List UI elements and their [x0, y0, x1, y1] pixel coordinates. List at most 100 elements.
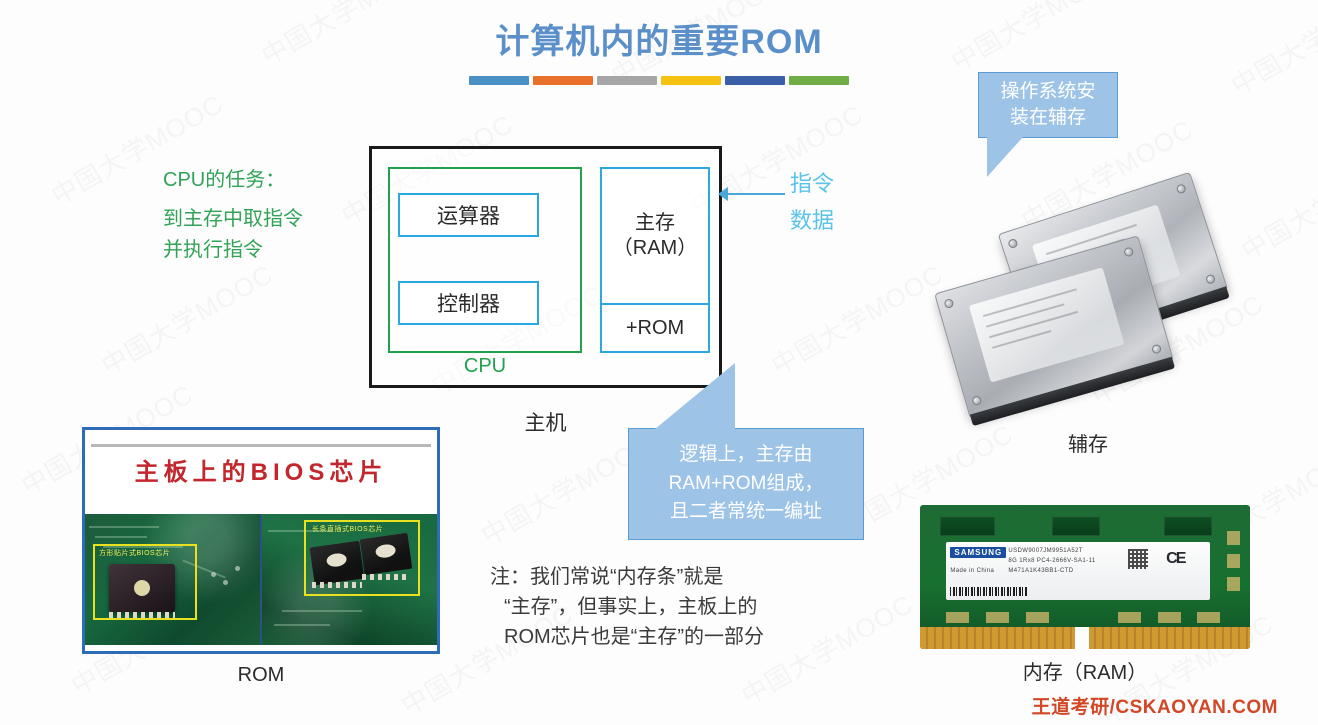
hard-disk-bottom: [934, 235, 1176, 427]
hdd-screw: [943, 297, 955, 310]
page-title: 计算机内的重要ROM: [495, 23, 823, 61]
bios-dip-chip: [359, 532, 413, 576]
ram-brand-label: SAMSUNG: [950, 547, 1007, 559]
note-line3: ROM芯片也是“主存”的一部分: [504, 626, 764, 648]
ram-module-image: SAMSUNG USDW9007JM9951A52T 8G 1Rx8 PC4-2…: [920, 505, 1250, 649]
rom-section: +ROM: [625, 316, 685, 339]
chip-pin-row: [109, 612, 175, 618]
hdd-label: [969, 267, 1125, 383]
watermark-text: 中国大学MOOC: [764, 254, 950, 382]
hard-disk-image: [934, 171, 1238, 427]
cpu-task-line2: 并执行指令: [163, 239, 263, 261]
chip-pin-row: [362, 574, 410, 580]
host-diagram-box: 运算器 控制器 CPU 主存 （RAM） +ROM: [369, 146, 722, 388]
callout-logic-line3: 且二者常统一编址: [669, 501, 822, 523]
note-line1: 注：我们常说“内存条”就是: [490, 566, 724, 588]
ram-part-line1: USDW9007JM9951A52T: [1008, 548, 1083, 555]
ram-part-line3: M471A1K43BB1-CTD: [1008, 568, 1074, 575]
ram-pad: [986, 611, 1010, 624]
pcb-trace: [89, 526, 159, 528]
ram-pad: [1118, 611, 1142, 624]
title-bar-2: [533, 76, 593, 85]
hdd-screw: [1150, 343, 1163, 355]
title-bar-4: [661, 76, 721, 85]
ram-pad: [1226, 577, 1241, 592]
bios-chip-tag-right: 长条直插式BIOS芯片: [312, 526, 384, 533]
rom-caption: ROM: [237, 664, 285, 686]
footer-watermark: 王道考研/CSKAOYAN.COM: [1031, 697, 1278, 718]
hdd-screw: [1204, 273, 1217, 285]
memory-box: 主存 （RAM） +ROM: [600, 167, 710, 353]
pcb-solder-point: [235, 566, 240, 571]
pcb-solder-point: [223, 580, 228, 585]
bios-chip-image: 主板上的BIOS芯片 方形贴片式BIOS芯片 长条直插式BIOS: [82, 427, 440, 654]
pcb-trace: [95, 536, 147, 538]
cpu-box: [388, 167, 582, 353]
hdd-screw: [1007, 237, 1019, 250]
pcb-trace: [274, 624, 330, 626]
ram-pad: [946, 611, 970, 624]
watermark-text: 中国大学MOOC: [94, 254, 280, 382]
ram-sticker: SAMSUNG USDW9007JM9951A52T 8G 1Rx8 PC4-2…: [946, 542, 1211, 601]
pcb-trace: [103, 546, 183, 548]
cpu-label: CPU: [463, 355, 507, 377]
callout-os-on-secondary-storage: 操作系统安 装在辅存: [978, 72, 1118, 177]
note-line2: “主存”，但事实上，主板上的: [504, 596, 758, 618]
bios-chip-highlight-box: [304, 520, 420, 596]
cpu-task-line1: 到主存中取指令: [163, 208, 303, 230]
note-text: 注：我们常说“内存条”就是 “主存”，但事实上，主板上的 ROM芯片也是“主存”…: [490, 562, 764, 652]
ram-qr-code-icon: [1128, 549, 1149, 570]
callout-os-line1: 操作系统安: [1000, 81, 1096, 103]
instruction-data-arrow-line: [722, 193, 785, 195]
pcb-solder-point: [211, 572, 216, 577]
main-memory-label-line2: （RAM）: [612, 237, 698, 259]
ram-pad: [1025, 611, 1049, 624]
bios-image-title: 主板上的BIOS芯片: [134, 459, 388, 486]
ram-pad: [1226, 553, 1241, 569]
pcb-trace: [282, 610, 362, 612]
title-bar-5: [725, 76, 785, 85]
bios-divider: [91, 444, 431, 447]
secondary-storage-caption: 辅存: [1068, 434, 1108, 456]
bios-photo-pair: 方形贴片式BIOS芯片 长条直插式BIOS芯片: [85, 514, 437, 645]
instruction-data-labels: 指令 数据: [790, 165, 834, 240]
ram-chip: [939, 516, 995, 536]
ram-pcb: SAMSUNG USDW9007JM9951A52T 8G 1Rx8 PC4-2…: [920, 505, 1250, 649]
ram-chip: [1052, 516, 1101, 536]
watermark-text: 中国大学MOOC: [1234, 139, 1318, 267]
cpu-task-text: CPU的任务： 到主存中取指令 并执行指令: [163, 165, 303, 266]
instruction-label: 指令: [790, 171, 835, 196]
ram-pad: [1226, 530, 1241, 546]
bios-square-chip: [109, 564, 175, 612]
control-unit-box: 控制器: [398, 281, 539, 325]
chip-pin-row: [312, 582, 362, 588]
bios-chip-highlight-box: [93, 544, 197, 620]
cpu-task-heading: CPU的任务：: [163, 169, 286, 191]
data-label: 数据: [790, 208, 835, 234]
ram-barcode-icon: [950, 587, 1029, 597]
callout-tail: [987, 137, 1023, 177]
bios-chip-tag-left: 方形贴片式BIOS芯片: [99, 550, 171, 557]
title-bar-6: [789, 76, 849, 85]
callout-memory-composition: 逻辑上，主存由 RAM+ROM组成， 且二者常统一编址: [628, 363, 864, 540]
ram-chip: [1164, 516, 1213, 536]
main-memory-section: 主存 （RAM）: [602, 169, 708, 305]
hdd-screw: [1175, 183, 1187, 195]
ram-ce-mark: CE: [1166, 550, 1186, 568]
instruction-data-arrow-icon: [718, 187, 728, 201]
title-bar-3: [597, 76, 657, 85]
callout-logic-line2: RAM+ROM组成，: [668, 472, 824, 494]
motherboard-photo-left: 方形贴片式BIOS芯片: [85, 514, 262, 645]
ram-pad: [1197, 611, 1221, 624]
pcb-trace: [268, 530, 332, 532]
callout-os-line2: 装在辅存: [1009, 107, 1086, 128]
bios-dip-chip: [309, 540, 365, 586]
hdd-screw: [971, 395, 983, 407]
callout-tail: [655, 363, 735, 429]
host-label: 主机: [524, 412, 567, 435]
ram-pad: [1157, 611, 1181, 624]
hdd-screw: [1123, 246, 1135, 258]
motherboard-photo-right: 长条直插式BIOS芯片: [262, 514, 437, 645]
ram-caption: 内存（RAM）: [1022, 662, 1148, 684]
